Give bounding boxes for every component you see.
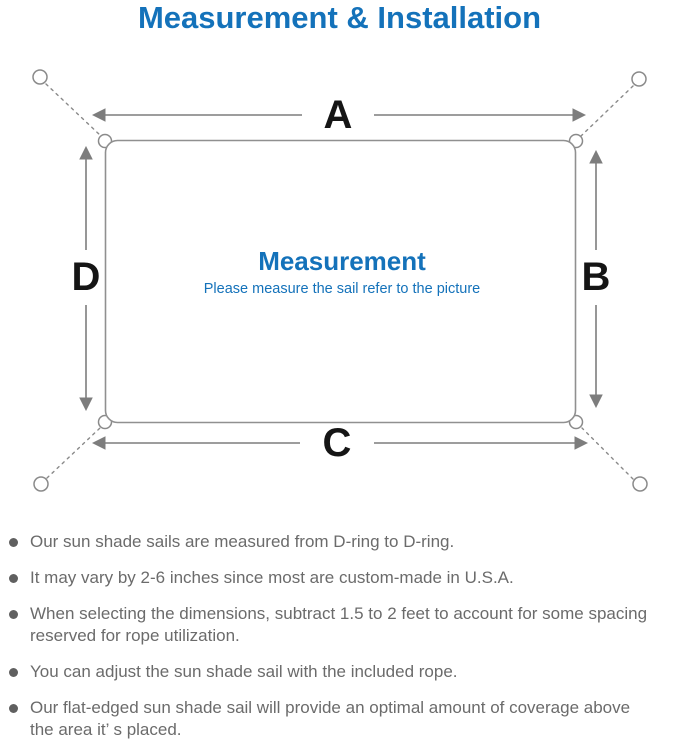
dimension-label-a: A [324, 93, 353, 137]
note-line: It may vary by 2-6 inches since most are… [30, 568, 514, 587]
bullet-icon [9, 704, 18, 713]
tie-line-bottom-right [581, 427, 634, 480]
note-line: When selecting the dimensions, subtract … [30, 604, 648, 623]
anchor-ring-top-right [631, 71, 647, 87]
dimension-label-b: B [582, 255, 611, 299]
diagram-caption-title: Measurement [258, 246, 426, 276]
note-text: Our sun shade sails are measured from D-… [30, 531, 454, 553]
note-text: When selecting the dimensions, subtract … [30, 603, 647, 647]
diagram-caption-subtitle: Please measure the sail refer to the pic… [204, 281, 480, 297]
note-text: You can adjust the sun shade sail with t… [30, 661, 458, 683]
note-item-adjust-rope: You can adjust the sun shade sail with t… [9, 661, 673, 683]
note-line: Our flat-edged sun shade sail will provi… [30, 698, 631, 717]
anchor-ring-bottom-left [33, 476, 49, 492]
measurement-diagram: A C D B Measurement Please measure the s… [32, 69, 648, 492]
note-item-vary-inches: It may vary by 2-6 inches since most are… [9, 567, 673, 589]
dimension-label-c: C [323, 421, 352, 465]
note-line: the area it’ s placed. [30, 720, 182, 739]
bullet-icon [9, 668, 18, 677]
sail-outline [104, 139, 577, 424]
note-line: You can adjust the sun shade sail with t… [30, 662, 458, 681]
note-text: It may vary by 2-6 inches since most are… [30, 567, 514, 589]
dimension-label-d: D [72, 255, 101, 299]
note-item-measured-dring: Our sun shade sails are measured from D-… [9, 531, 673, 553]
bullet-icon [9, 538, 18, 547]
page-title: Measurement & Installation [137, 0, 542, 35]
note-item-coverage: Our flat-edged sun shade sail will provi… [9, 697, 673, 739]
notes-list: Our sun shade sails are measured from D-… [9, 531, 673, 739]
note-item-subtract-feet: When selecting the dimensions, subtract … [9, 603, 673, 647]
anchor-ring-top-left [32, 69, 48, 85]
anchor-ring-bottom-right [632, 476, 648, 492]
tie-line-top-right [580, 85, 634, 137]
note-line: Our sun shade sails are measured from D-… [30, 532, 455, 551]
bullet-icon [9, 610, 18, 619]
note-text: Our flat-edged sun shade sail will provi… [30, 697, 630, 739]
tie-line-bottom-left [46, 427, 101, 479]
bullet-icon [9, 574, 18, 583]
tie-line-top-left [45, 83, 102, 137]
note-line: reserved for rope utilization. [30, 626, 240, 645]
